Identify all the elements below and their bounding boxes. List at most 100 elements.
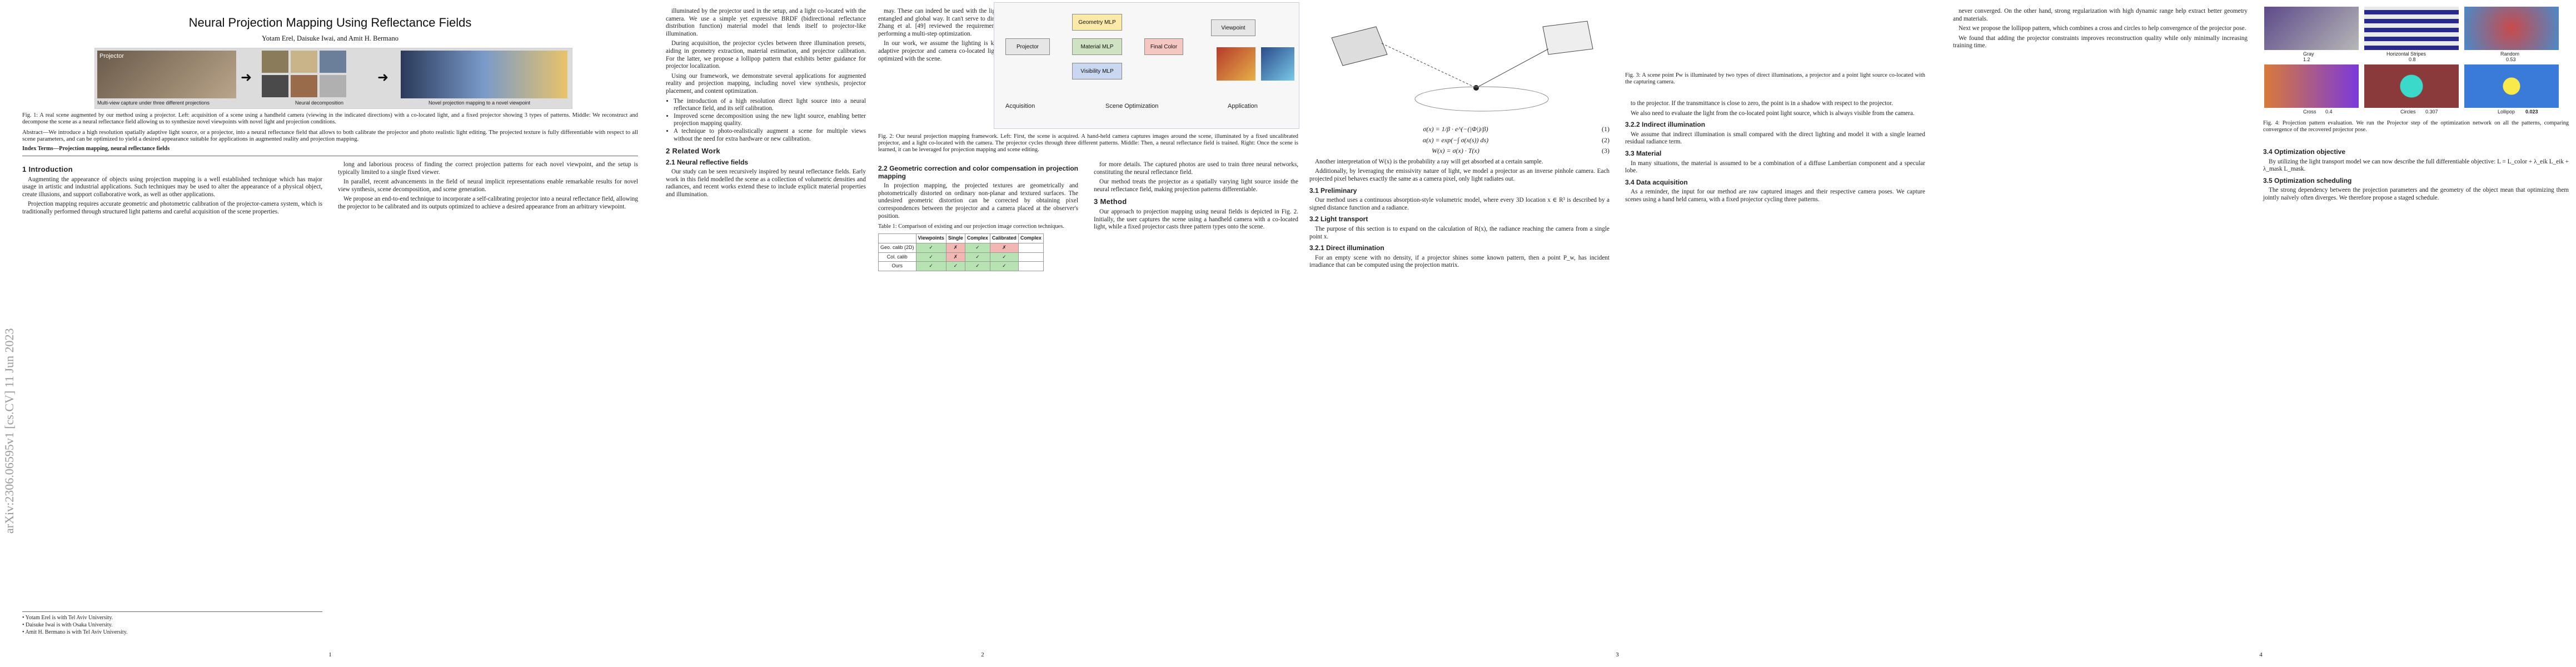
arrow-icon: ➜ (241, 71, 252, 85)
fig3-svg (1331, 21, 1593, 112)
contribution-list: The introduction of a high resolution di… (674, 98, 866, 143)
page-number: 4 (2259, 651, 2263, 658)
fig1-caption: Fig. 1: A real scene augmented by our me… (22, 112, 638, 126)
page-4: never converged. On the other hand, stro… (1947, 0, 2576, 667)
paragraph: Additionally, by leveraging the emissivi… (1309, 168, 1610, 182)
list-item: The introduction of a high resolution di… (674, 98, 866, 113)
page-number: 3 (1616, 651, 1619, 658)
paragraph: We assume that indirect illumination is … (1625, 131, 1925, 146)
subsection-heading: 2.1 Neural reflective fields (666, 158, 749, 166)
table1: Viewpoints Single Complex Calibrated Com… (878, 233, 1044, 271)
paragraph: Next we propose the lollipop pattern, wh… (1959, 25, 2246, 32)
subsection-heading: 3.3 Material (1625, 149, 1662, 157)
table-row: Ours ✓ ✓ ✓ ✓ (878, 261, 1044, 271)
paragraph: illuminated by the projector used in the… (666, 8, 866, 37)
paragraph: Our study can be seen recursively inspir… (666, 168, 866, 198)
paragraph: In projection mapping, the projected tex… (878, 182, 1078, 220)
subsection-heading: 3.5 Optimization scheduling (2263, 176, 2352, 185)
svg-text:arXiv:2306.06595v1 [cs.CV] 11: arXiv:2306.06595v1 [cs.CV] 11 Jun 2023 (2, 328, 16, 534)
paper-authors: Yotam Erel, Daisuke Iwai, and Amit H. Be… (262, 34, 398, 42)
pattern-value: 0.023 (2525, 109, 2538, 115)
paragraph: In parallel, recent advancements in the … (338, 178, 638, 193)
page2-col3: for more details. The captured photos ar… (1094, 161, 1298, 233)
table-header (878, 233, 916, 243)
page2-col1: illuminated by the projector used in the… (666, 8, 866, 201)
paper-title: Neural Projection Mapping Using Reflecta… (188, 16, 472, 29)
table-row: Col. calib ✓ ✗ ✓ ✓ (878, 252, 1044, 262)
scene-thumb (1261, 47, 1294, 81)
camera-ray (1476, 48, 1549, 88)
footnotes: • Yotam Erel is with Tel Aviv University… (22, 611, 322, 636)
paragraph: During acquisition, the projector cycles… (666, 40, 866, 70)
list-item: A technique to photo-realistically augme… (674, 128, 866, 143)
subsection-heading: 3.4 Data acquisition (1625, 178, 1688, 186)
paragraph: Our approach to projection mapping using… (1094, 208, 1298, 231)
teaser-panel-capture (97, 51, 236, 98)
fig2-pipeline-main: Geometry MLP Material MLP Visibility MLP… (994, 2, 1299, 129)
scene-thumb (1217, 47, 1255, 81)
paragraph: Another interpretation of W(x) is the pr… (1315, 158, 1543, 165)
pattern-cell (2264, 64, 2359, 108)
fig2-label-acquisition: Acquisition (1005, 103, 1035, 109)
paragraph: Our method treats the projector as a spa… (1094, 178, 1298, 193)
table-cell: Ours (878, 261, 916, 271)
teaser-panel-decomp (262, 51, 373, 98)
teaser-panel-novel (401, 51, 567, 98)
index-terms: Index Terms—Projection mapping, neural r… (22, 146, 170, 152)
table-row: Geo. calib (2D) ✓ ✗ ✓ ✗ (878, 242, 1044, 253)
table-cell: Col. calib (878, 252, 916, 262)
pattern-value: 1.2 (2303, 57, 2310, 62)
paragraph: to the projector. If the transmittance i… (1631, 100, 1893, 107)
teaser-figure: ➜ ➜ Projector Multi-view capture under t… (94, 48, 572, 109)
pattern-cell (2364, 64, 2459, 108)
page2-col2-lower: 2.2 Geometric correction and color compe… (878, 161, 1078, 271)
pattern-cell (2264, 7, 2359, 50)
paragraph: The purpose of this section is to expand… (1309, 225, 1610, 240)
fig2-caption: Fig. 2: Our neural projection mapping fr… (878, 133, 1298, 153)
paragraph: We also need to evaluate the light from … (1631, 109, 1915, 117)
table-cell: ✓ (915, 252, 946, 262)
projector-ray (1381, 43, 1477, 88)
surface (1414, 86, 1549, 112)
fig2-label-application: Application (1228, 103, 1258, 109)
pattern-value: 0.53 (2506, 57, 2516, 62)
list-item: Improved scene decomposition using the n… (674, 113, 866, 128)
table-cell: ✓ (964, 242, 990, 253)
pattern-label: Horizontal Stripes (2386, 51, 2426, 57)
material-mlp-box: Material MLP (1072, 38, 1122, 55)
paragraph: Using our framework, we demonstrate seve… (666, 72, 866, 94)
final-color-box: Final Color (1144, 38, 1183, 55)
table-cell: ✗ (945, 252, 965, 262)
table-cell: ✓ (945, 261, 965, 271)
pattern-value: 0.307 (2425, 109, 2438, 115)
table-cell: ✓ (915, 261, 946, 271)
subsection-heading: 3.2.1 Direct illumination (1309, 244, 1384, 252)
section-heading: 1 Introduction (22, 165, 73, 173)
page-number: 1 (328, 651, 332, 658)
pattern-label: Gray (2303, 51, 2314, 57)
section-heading: 3 Method (1094, 197, 1127, 206)
teaser-label-novel: Novel projection mapping to a novel view… (428, 100, 531, 106)
pattern-cell (2364, 7, 2459, 50)
page-1: Neural Projection Mapping Using Reflecta… (17, 0, 660, 667)
pattern-label: Lollipop (2498, 109, 2515, 115)
fig3-diagram (1309, 4, 1610, 116)
page-3: Fig. 3: A scene point Pw is illuminated … (1304, 0, 1947, 667)
paragraph: We found that adding the projector const… (1953, 34, 2248, 49)
page3-col1: σ(x) = 1/β · e^(−(|Φ|)/β)(1) α(x) = exp(… (1309, 122, 1610, 272)
section-heading: 2 Related Work (666, 147, 720, 156)
table-cell: ✓ (989, 261, 1019, 271)
abstract: Abstract—We introduce a high resolution … (22, 129, 638, 143)
table-cell: ✗ (989, 242, 1019, 253)
paragraph: Projection mapping requires accurate geo… (22, 201, 322, 215)
paragraph: Our method uses a continuous absorption-… (1309, 197, 1610, 211)
paragraph: for more details. The captured photos ar… (1094, 161, 1298, 176)
footnote: • Yotam Erel is with Tel Aviv University… (22, 615, 113, 621)
geometry-mlp-box: Geometry MLP (1072, 14, 1122, 31)
page-2: illuminated by the projector used in the… (660, 0, 1304, 667)
table-cell: Geo. calib (2D) (878, 242, 916, 253)
teaser-label-decomp: Neural decomposition (295, 100, 344, 106)
table-cell: ✓ (915, 242, 946, 253)
equation: σ(x) = 1/β · e^(−(|Φ|)/β)(1) (1423, 125, 1610, 133)
table-header: Calibrated (989, 233, 1019, 243)
